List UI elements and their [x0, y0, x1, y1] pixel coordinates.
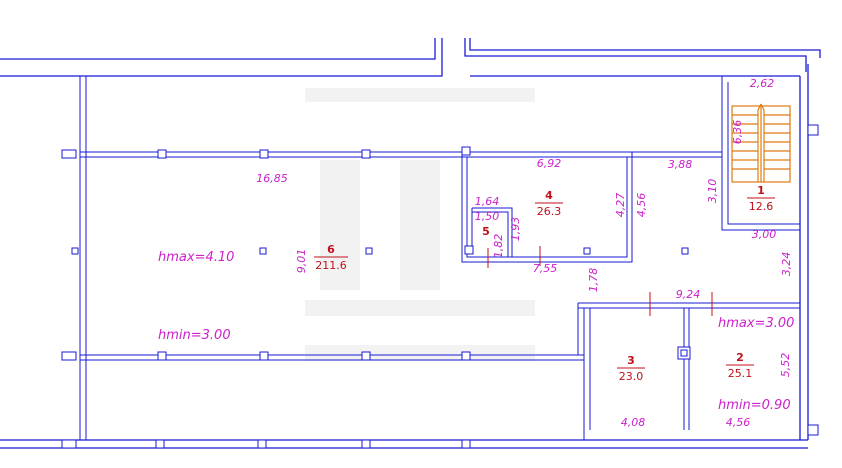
- hmax-right: hmax=3.00: [718, 316, 794, 331]
- dim-4-27: 4,27: [614, 193, 627, 218]
- room-5-label: 5: [482, 225, 490, 238]
- dim-3-24: 3,24: [780, 252, 793, 277]
- svg-text:4: 4: [545, 189, 553, 202]
- room-2-label: 2 25.1: [726, 351, 754, 380]
- svg-text:211.6: 211.6: [315, 259, 347, 272]
- dim-3-88: 3,88: [668, 158, 693, 171]
- dim-4-08: 4,08: [621, 416, 646, 429]
- room-4-label: 4 26.3: [535, 189, 563, 218]
- svg-text:2: 2: [736, 351, 744, 364]
- dimension-ticks: [487, 246, 713, 316]
- dim-1-78: 1,78: [587, 268, 600, 293]
- dim-7-55: 7,55: [533, 262, 558, 275]
- svg-text:6: 6: [327, 243, 335, 256]
- svg-text:23.0: 23.0: [619, 370, 644, 383]
- column-markers: [61, 124, 819, 449]
- dim-1-64: 1,64: [475, 195, 500, 208]
- svg-text:25.1: 25.1: [728, 367, 753, 380]
- svg-text:1: 1: [757, 184, 765, 197]
- hmin-right: hmin=0.90: [718, 398, 791, 413]
- dim-6-92: 6,92: [537, 157, 562, 170]
- dim-3-00: 3,00: [752, 228, 777, 241]
- dim-3-10: 3,10: [706, 179, 719, 204]
- dim-16-85: 16,85: [256, 172, 288, 185]
- watermark: [305, 88, 535, 361]
- svg-text:3: 3: [627, 354, 635, 367]
- dim-1-82: 1,82: [492, 234, 505, 259]
- svg-text:12.6: 12.6: [749, 200, 774, 213]
- dim-1-93: 1,93: [509, 217, 522, 242]
- room-3-label: 3 23.0: [617, 354, 645, 383]
- dim-6-36: 6,36: [731, 120, 744, 145]
- dim-2-62: 2,62: [750, 77, 775, 90]
- dim-9-01: 9,01: [295, 249, 308, 274]
- dim-5-52: 5,52: [779, 353, 792, 378]
- outer-walls: [0, 38, 821, 449]
- interior-walls: [79, 76, 800, 440]
- hmin-main: hmin=3.00: [158, 328, 231, 343]
- height-labels: hmax=4.10 hmin=3.00 hmax=3.00 hmin=0.90: [158, 250, 794, 413]
- dim-9-24: 9,24: [676, 288, 701, 301]
- svg-text:5: 5: [482, 225, 490, 238]
- dim-4-56-vertical: 4,56: [635, 193, 648, 218]
- hmax-main: hmax=4.10: [158, 250, 234, 265]
- dim-1-50: 1,50: [475, 210, 500, 223]
- room-6-label: 6 211.6: [314, 243, 348, 272]
- staircase: [731, 103, 791, 183]
- dimension-labels: 2,62 6,36 16,85 6,92 3,88 3,10 3,00 1,64…: [256, 77, 793, 429]
- dim-4-56-horizontal: 4,56: [726, 416, 751, 429]
- svg-text:26.3: 26.3: [537, 205, 562, 218]
- room-1-label: 1 12.6: [747, 184, 775, 213]
